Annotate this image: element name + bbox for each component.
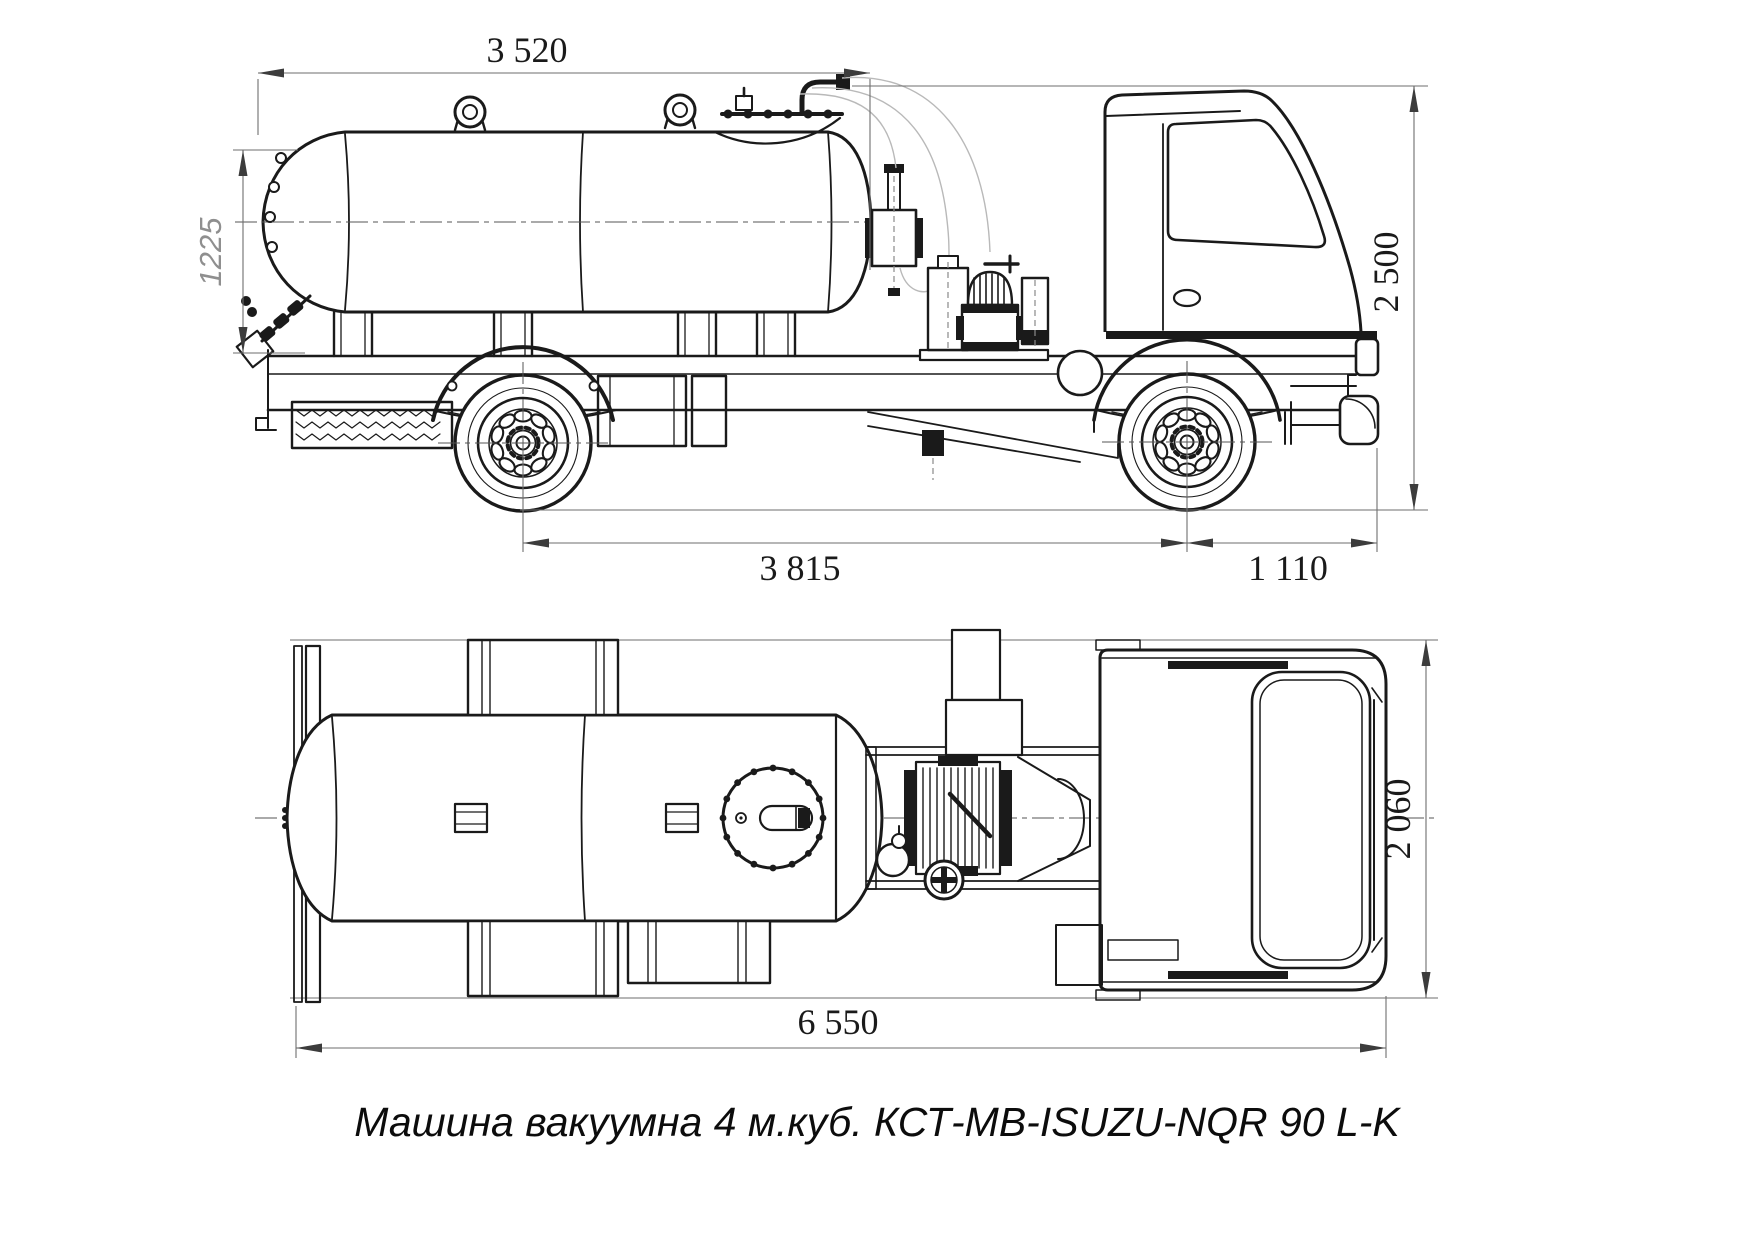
vacuum-tank-side [235, 74, 900, 369]
dim-overall-length: 6 550 [295, 996, 1387, 1058]
cab-top [1055, 639, 1388, 1001]
roof-seam-band [1168, 661, 1288, 669]
drawing-caption: Машина вакуумна 4 м.куб. КСТ-МВ-ISUZU-NQ… [354, 1099, 1401, 1145]
front-wheel-top [1055, 924, 1103, 986]
toolbox-side [596, 374, 728, 448]
safety-valve-icon [735, 95, 753, 111]
toolboxes-top [466, 638, 772, 998]
lifting-lug-icon [663, 93, 697, 130]
bumper-step-box [1338, 394, 1380, 446]
dim-label-wheelbase: 3 815 [760, 548, 841, 588]
vacuum-tank-top [285, 713, 884, 923]
dim-label-overall-height: 2 500 [1366, 232, 1406, 313]
side-view: 3 520 1225 2 500 3 815 [193, 30, 1428, 588]
rear-hitch-bracket [255, 417, 277, 431]
manhole-cover [719, 764, 827, 872]
exhaust-box-top [950, 628, 1002, 702]
dim-front-overhang: 1 110 [1187, 448, 1378, 588]
front-bumper [1354, 337, 1380, 377]
rear-mudflap [290, 400, 454, 450]
elbow-pipe [799, 79, 841, 115]
mirror-arm-top [1095, 639, 1141, 651]
dim-tank-length: 3 520 [257, 30, 871, 270]
pump-base-plate [918, 348, 1050, 362]
dim-label-cab-width: 2 060 [1378, 779, 1418, 860]
door-handle-icon [1172, 288, 1202, 308]
dim-cab-width: 2 060 [1378, 640, 1431, 998]
handwheel-icon [923, 859, 965, 901]
chassis-pump-top [865, 628, 1141, 901]
driveline-cone [1017, 756, 1091, 882]
valve-top [875, 842, 911, 878]
moisture-trap [865, 164, 923, 296]
roof-panel [1250, 670, 1372, 970]
pump-fins-dome [966, 270, 1014, 307]
dim-label-tank-length: 3 520 [487, 30, 568, 70]
vacuum-pump-side [918, 254, 1050, 362]
dim-tank-diameter: 1225 [193, 149, 305, 354]
dim-label-overall-length: 6 550 [798, 1002, 879, 1042]
cab-sill-band [1106, 331, 1377, 339]
top-view: 2 060 6 550 [255, 628, 1438, 1058]
dim-label-front-overhang: 1 110 [1248, 548, 1328, 588]
dim-wheelbase: 3 815 [522, 448, 1188, 588]
cab-window [1166, 118, 1327, 249]
cab-side [1056, 89, 1380, 446]
rear-door-hinges [264, 152, 287, 253]
top-manifold [720, 74, 850, 119]
rear-wheel [431, 345, 615, 552]
vacuum-pump-top [904, 756, 1012, 876]
dim-overall-height: 2 500 [520, 85, 1428, 511]
air-reservoir [1056, 349, 1104, 397]
underbody-fitting [922, 430, 944, 456]
front-fender [1092, 337, 1282, 422]
dim-label-tank-diameter: 1225 [193, 217, 228, 287]
chassis-frame-side [255, 349, 1362, 480]
lifting-lug-icon [453, 95, 487, 132]
underbody-panel [867, 411, 1119, 463]
hydraulic-box-top [944, 698, 1024, 757]
